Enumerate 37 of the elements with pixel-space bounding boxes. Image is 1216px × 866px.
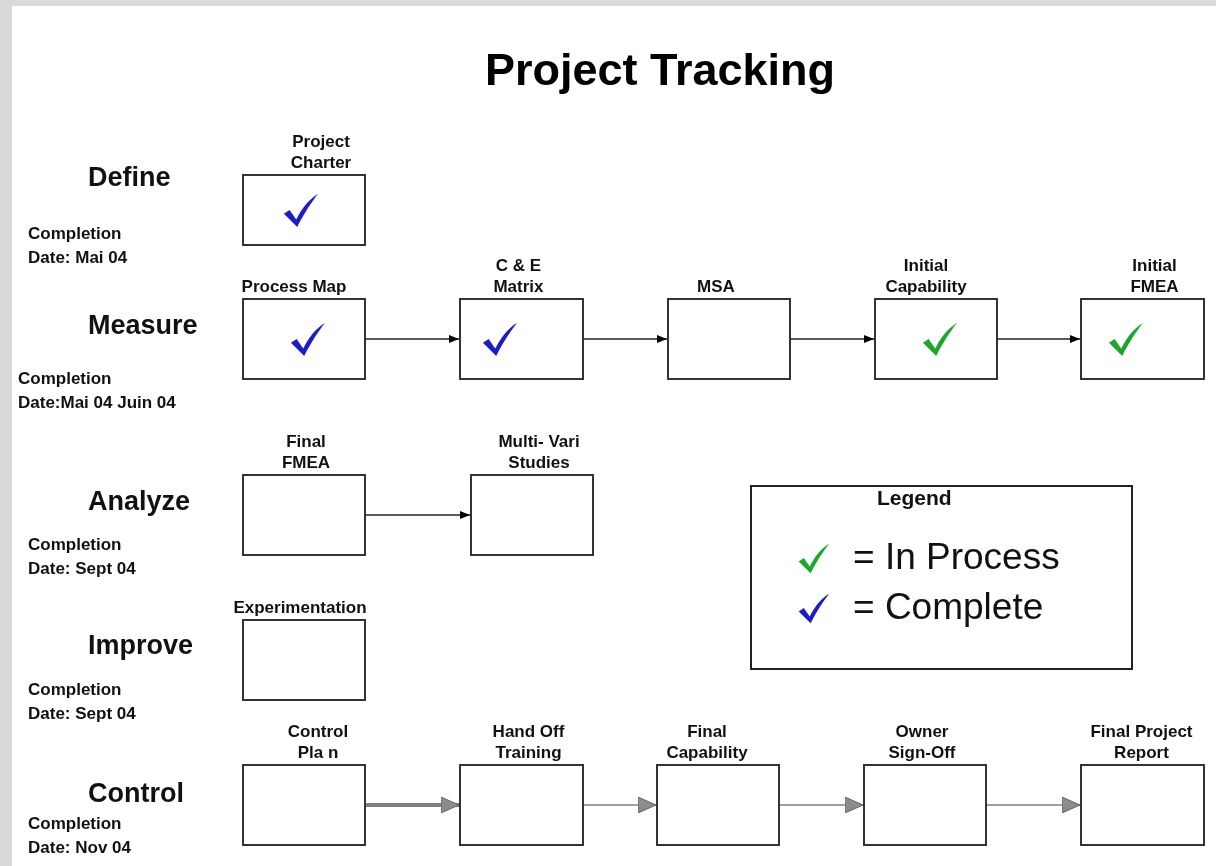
phase-label: Define bbox=[88, 162, 171, 192]
phase-label: Measure bbox=[88, 310, 198, 340]
step-heading: Control Pla n bbox=[286, 721, 350, 763]
step-heading: C & E Matrix bbox=[492, 255, 545, 297]
step-heading: MSA bbox=[696, 276, 736, 297]
step-heading: Owner Sign-Off bbox=[887, 721, 957, 763]
phase-label: Analyze bbox=[88, 486, 191, 516]
phase-label: Improve bbox=[88, 630, 194, 660]
arrow bbox=[365, 511, 471, 519]
diagram-title: Project Tracking bbox=[483, 44, 837, 96]
arrow bbox=[986, 796, 1081, 814]
arrow bbox=[583, 796, 657, 814]
completion-date: Completion Date: Nov 04 bbox=[28, 813, 131, 859]
step-heading: Multi- Vari Studies bbox=[497, 431, 581, 473]
phase-label: Control bbox=[88, 778, 184, 808]
completion-date: Completion Date:Mai 04 Juin 04 bbox=[18, 368, 176, 414]
step-heading: Final FMEA bbox=[280, 431, 332, 473]
step-heading: Hand Off Training bbox=[491, 721, 566, 763]
arrow bbox=[583, 335, 668, 343]
arrow bbox=[365, 335, 460, 343]
completion-date: Completion Date: Sept 04 bbox=[28, 679, 136, 725]
arrow bbox=[997, 335, 1081, 343]
step-heading: Experimentation bbox=[232, 597, 368, 618]
legend-text: = Complete bbox=[853, 585, 1044, 629]
completion-date: Completion Date: Sept 04 bbox=[28, 534, 136, 580]
step-heading: Initial FMEA bbox=[1129, 255, 1180, 297]
completion-date: Completion Date: Mai 04 bbox=[28, 223, 128, 269]
step-heading: Initial Capability bbox=[884, 255, 968, 297]
step-heading: Process Map bbox=[240, 276, 348, 297]
arrow bbox=[779, 796, 864, 814]
legend-text: = In Process bbox=[853, 535, 1060, 579]
arrow bbox=[790, 335, 875, 343]
step-heading: Project Charter bbox=[289, 131, 353, 173]
step-heading: Final Project Report bbox=[1089, 721, 1194, 763]
arrow bbox=[366, 796, 460, 814]
legend-title: Legend bbox=[877, 485, 952, 511]
step-heading: Final Capability bbox=[665, 721, 749, 763]
